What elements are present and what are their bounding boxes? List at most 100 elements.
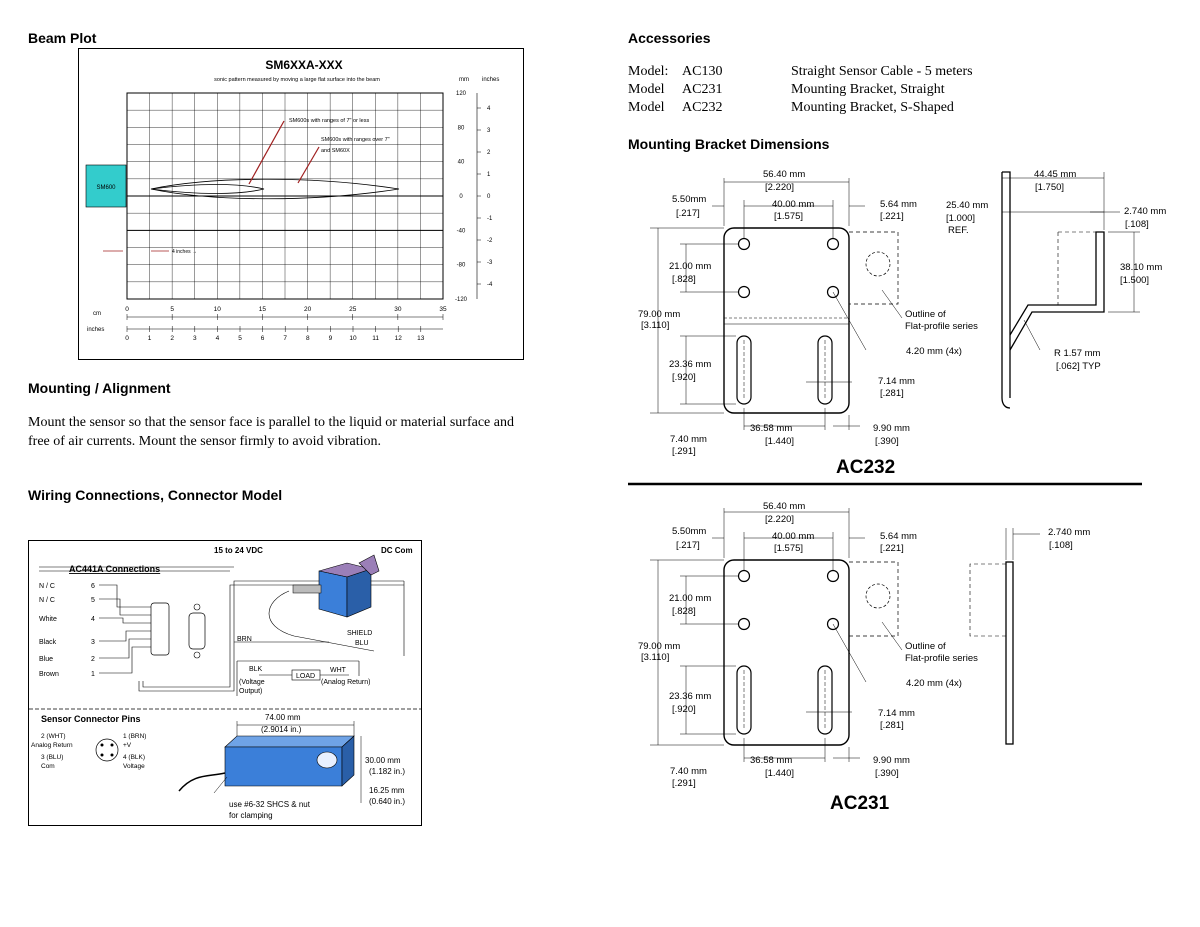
ac231-hole-gap-mm: 21.00 mm: [669, 593, 712, 604]
ac232-w-total-in: [2.220]: [765, 182, 795, 193]
ac231-hole-dia: 4.20 mm (4x): [906, 678, 962, 689]
ac232-side-h-mm: 38.10 mm: [1120, 262, 1163, 273]
ac231-w-total-in: [2.220]: [765, 514, 795, 525]
pin-2a: 2 (WHT): [41, 733, 66, 740]
ac231-hole-gap-in: [.828]: [672, 606, 696, 617]
ac231-height-mm: 79.00 mm: [638, 641, 681, 652]
analog-return-label: (Analog Return): [321, 679, 370, 686]
accessory-label: Model:: [628, 64, 669, 79]
pin-name: N / C: [39, 583, 55, 590]
x-cm-tick: 0: [125, 306, 129, 313]
ac232-side-w-in: [1.750]: [1035, 182, 1065, 193]
ac231-right-bot-mm: 9.90 mm: [873, 755, 910, 766]
wiring-heading: Wiring Connections, Connector Model: [28, 487, 283, 503]
ac231-right-bot-in: [.390]: [875, 768, 899, 779]
shield-label: SHIELD: [347, 630, 372, 637]
mm-tick: 80: [458, 125, 465, 131]
inch-tick: -3: [487, 260, 493, 266]
accessory-label: Model: [628, 100, 665, 115]
ac232-slot-w-in: [.281]: [880, 388, 904, 399]
pin-number: 4: [91, 616, 95, 623]
bracket-drawings: [628, 171, 1142, 762]
connector-pin-face: [95, 738, 119, 762]
ac231-w-holes-in: [1.575]: [774, 543, 804, 554]
ac232-side-h-in: [1.500]: [1120, 275, 1150, 286]
dim-h-b: (1.182 in.): [369, 767, 405, 776]
pin-3b: Com: [41, 763, 55, 770]
ac232-side-w-mm: 44.45 mm: [1034, 169, 1077, 180]
ac232-hole-dia: 4.20 mm (4x): [906, 346, 962, 357]
ac232-left-off-mm: 5.50mm: [672, 194, 707, 205]
bracket-heading: Mounting Bracket Dimensions: [628, 136, 830, 152]
x-in-tick: 6: [261, 335, 265, 342]
pin-name: Brown: [39, 671, 59, 678]
inch-tick: 0: [487, 194, 491, 200]
beam-pattern-wide: [150, 178, 400, 200]
ac231-outline-b: Flat-profile series: [905, 653, 978, 664]
inch-tick: 4: [487, 106, 491, 112]
accessory-code: AC232: [682, 100, 723, 115]
ac232-right-off-mm: 5.64 mm: [880, 199, 917, 210]
ac232-slot-w-mm: 7.14 mm: [878, 376, 915, 387]
unit-mm: mm: [459, 77, 469, 83]
mounting-heading: Mounting / Alignment: [28, 380, 171, 396]
mm-tick: 0: [459, 194, 463, 200]
ac232-title: AC232: [836, 457, 896, 478]
ac232-thick-in: [.108]: [1125, 219, 1149, 230]
accessory-code: AC130: [682, 64, 723, 79]
ac231-left-off-in: [.217]: [676, 540, 700, 551]
x-in-tick: 8: [306, 335, 310, 342]
ac231-w-holes-mm: 40.00 mm: [772, 531, 815, 542]
x-in-tick: 3: [193, 335, 197, 342]
ac231-slot-w-mm: 7.14 mm: [878, 708, 915, 719]
voltage-output-b: Output): [239, 688, 262, 695]
sensor-dimension-drawing: [178, 721, 362, 803]
ac232-outline-a: Outline of: [905, 309, 946, 320]
dim-len-a: 74.00 mm: [265, 713, 301, 722]
ac231-bottom-in: [.291]: [672, 778, 696, 789]
ac232-hole-gap-in: [.828]: [672, 274, 696, 285]
blu-label: BLU: [355, 640, 369, 647]
vdc-label: 15 to 24 VDC: [214, 546, 263, 555]
pin-3-dot: [100, 753, 104, 757]
ac441a-title: AC441A Connections: [69, 564, 160, 574]
x-cm-tick: 25: [349, 306, 357, 313]
beam-plot: SM6XXA-XXX sonic pattern measured by mov…: [85, 58, 499, 342]
connector-pins-title: Sensor Connector Pins: [41, 714, 141, 724]
inch-tick: 2: [487, 150, 491, 156]
x-in-tick: 10: [349, 335, 357, 342]
dim-len-b: (2.9014 in.): [261, 725, 302, 734]
blk-label: BLK: [249, 666, 263, 673]
x-in-tick: 2: [170, 335, 174, 342]
sensor-block: [85, 164, 127, 208]
ac231-right-off-in: [.221]: [880, 543, 904, 554]
x-cm-label: cm: [93, 311, 101, 317]
ac231-bottom-mm: 7.40 mm: [670, 766, 707, 777]
accessory-label: Model: [628, 82, 665, 97]
pin-number: 2: [91, 656, 95, 663]
ac231-right-off-mm: 5.64 mm: [880, 531, 917, 542]
pin-name: Blue: [39, 656, 53, 663]
ac232-radius-mm: R 1.57 mm: [1054, 348, 1101, 359]
ac232-thick-mm: 2.740 mm: [1124, 206, 1167, 217]
ac232-bottom-in: [.291]: [672, 446, 696, 457]
ac232-hole-gap-mm: 21.00 mm: [669, 261, 712, 272]
mm-tick: -80: [457, 263, 466, 269]
accessory-desc: Mounting Bracket, S-Shaped: [791, 100, 954, 115]
pin-1-dot: [110, 743, 114, 747]
accessory-code: AC231: [682, 82, 723, 97]
pin-name: Black: [39, 639, 57, 646]
ac232-side-dims: [1002, 172, 1140, 351]
ac232-w-holes-mm: 40.00 mm: [772, 199, 815, 210]
ac231-thick-mm: 2.740 mm: [1048, 527, 1091, 538]
ac232-height-mm: 79.00 mm: [638, 309, 681, 320]
ac232-front-view: [723, 227, 899, 414]
mm-tick: 120: [456, 91, 467, 97]
pin-4b: Voltage: [123, 763, 145, 770]
ac231-thick-in: [.108]: [1049, 540, 1073, 551]
beam-plot-frame: SM6XXA-XXX sonic pattern measured by mov…: [78, 48, 524, 360]
x-cm-tick: 15: [259, 306, 267, 313]
ac232-w-total-mm: 56.40 mm: [763, 169, 806, 180]
accessory-desc: Straight Sensor Cable - 5 meters: [791, 64, 973, 79]
pin-3a: 3 (BLU): [41, 754, 63, 761]
